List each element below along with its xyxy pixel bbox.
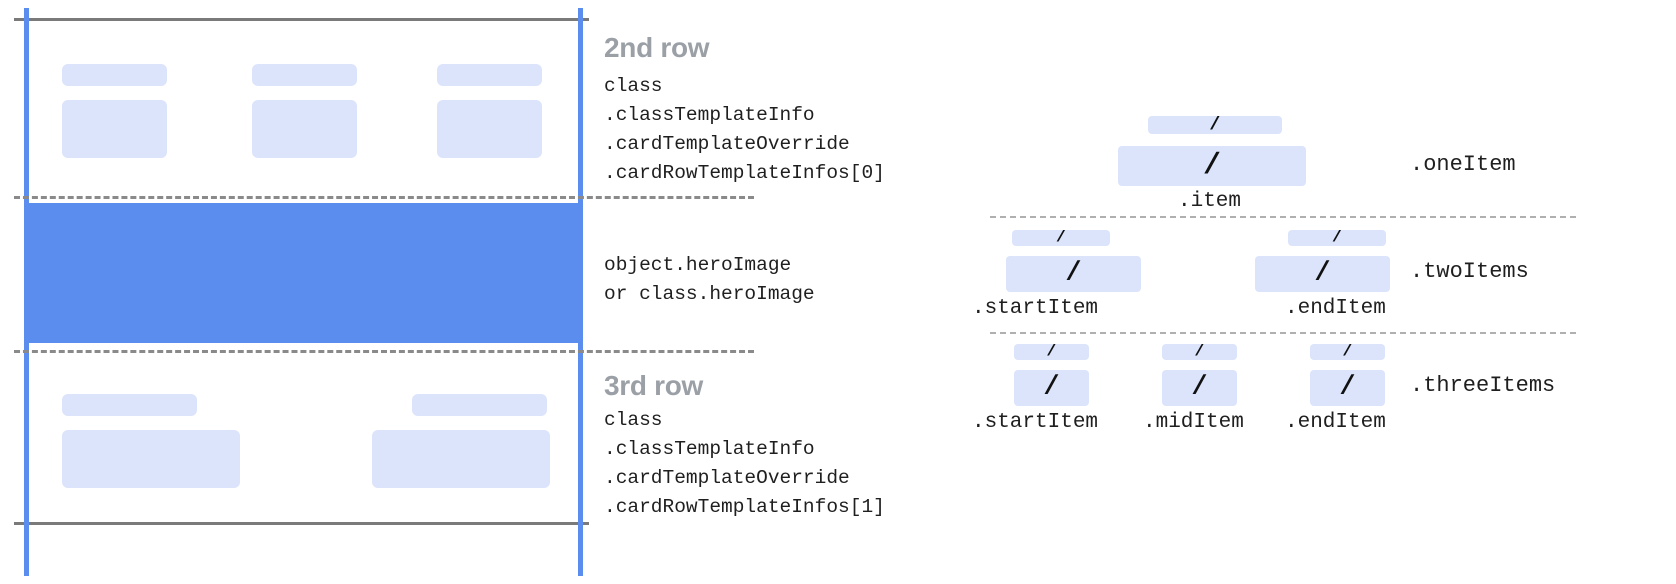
slash-glyph: / <box>1065 258 1082 289</box>
hero-image-block <box>29 203 581 343</box>
three-items-end-label: .endItem <box>1285 411 1386 434</box>
slash-glyph: / <box>1043 372 1060 403</box>
slash-glyph: / <box>1191 372 1208 403</box>
two-items-end-label: .endItem <box>1285 297 1386 320</box>
slash-glyph: / <box>1339 372 1356 403</box>
one-item-group-label: .oneItem <box>1410 152 1516 177</box>
slash-glyph: / <box>1331 230 1343 246</box>
two-items-start-small-card: / <box>1012 230 1110 246</box>
second-row-code: class .classTemplateInfo .cardTemplateOv… <box>604 75 885 184</box>
three-items-mid-small-card: / <box>1162 344 1237 360</box>
row1-col2-title-placeholder <box>252 64 357 86</box>
left-guide-rail <box>24 8 29 576</box>
row1-col2-body-placeholder <box>252 100 357 158</box>
slash-glyph: / <box>1194 344 1205 360</box>
third-row-title: 3rd row <box>604 370 704 401</box>
row2-col1-body-placeholder <box>62 430 240 488</box>
three-items-start-label: .startItem <box>972 411 1099 434</box>
row2-col2-body-placeholder <box>372 430 550 488</box>
one-item-label: .item <box>1178 190 1242 213</box>
three-items-mid-label: .midItem <box>1143 411 1244 434</box>
three-items-group-label: .threeItems <box>1410 373 1556 398</box>
slash-glyph: / <box>1055 230 1067 246</box>
row-separator-2 <box>14 350 754 353</box>
slash-glyph: / <box>1314 258 1331 289</box>
row1-col1-title-placeholder <box>62 64 167 86</box>
hero-image-code: object.heroImage or class.heroImage <box>604 254 815 305</box>
two-items-start-label: .startItem <box>972 297 1099 320</box>
row1-col3-title-placeholder <box>437 64 542 86</box>
two-items-end-card: / <box>1255 256 1390 292</box>
row2-col2-title-placeholder <box>412 394 547 416</box>
item-layout-panel: / / .item .oneItem / / .startItem / / .e… <box>940 0 1676 584</box>
two-items-group-label: .twoItems <box>1410 259 1529 284</box>
group-separator-1 <box>990 216 1576 218</box>
row1-col1-body-placeholder <box>62 100 167 158</box>
panel-bottom-rule <box>14 522 589 525</box>
one-item-card: / <box>1118 146 1306 186</box>
panel-top-rule <box>14 18 589 21</box>
row-separator-1 <box>14 196 754 199</box>
one-item-small-card: / <box>1148 116 1282 134</box>
three-items-start-card: / <box>1014 370 1089 406</box>
row2-col1-title-placeholder <box>62 394 197 416</box>
two-items-start-card: / <box>1006 256 1141 292</box>
second-row-title: 2nd row <box>604 32 710 63</box>
three-items-mid-card: / <box>1162 370 1237 406</box>
slash-glyph: / <box>1046 344 1057 360</box>
three-items-end-small-card: / <box>1310 344 1385 360</box>
slash-glyph: / <box>1202 149 1222 183</box>
three-items-start-small-card: / <box>1014 344 1089 360</box>
slash-glyph: / <box>1209 116 1221 134</box>
group-separator-2 <box>990 332 1576 334</box>
row1-col3-body-placeholder <box>437 100 542 158</box>
two-items-end-small-card: / <box>1288 230 1386 246</box>
slash-glyph: / <box>1342 344 1353 360</box>
card-rows-panel <box>0 0 754 584</box>
three-items-end-card: / <box>1310 370 1385 406</box>
third-row-code: class .classTemplateInfo .cardTemplateOv… <box>604 409 885 518</box>
